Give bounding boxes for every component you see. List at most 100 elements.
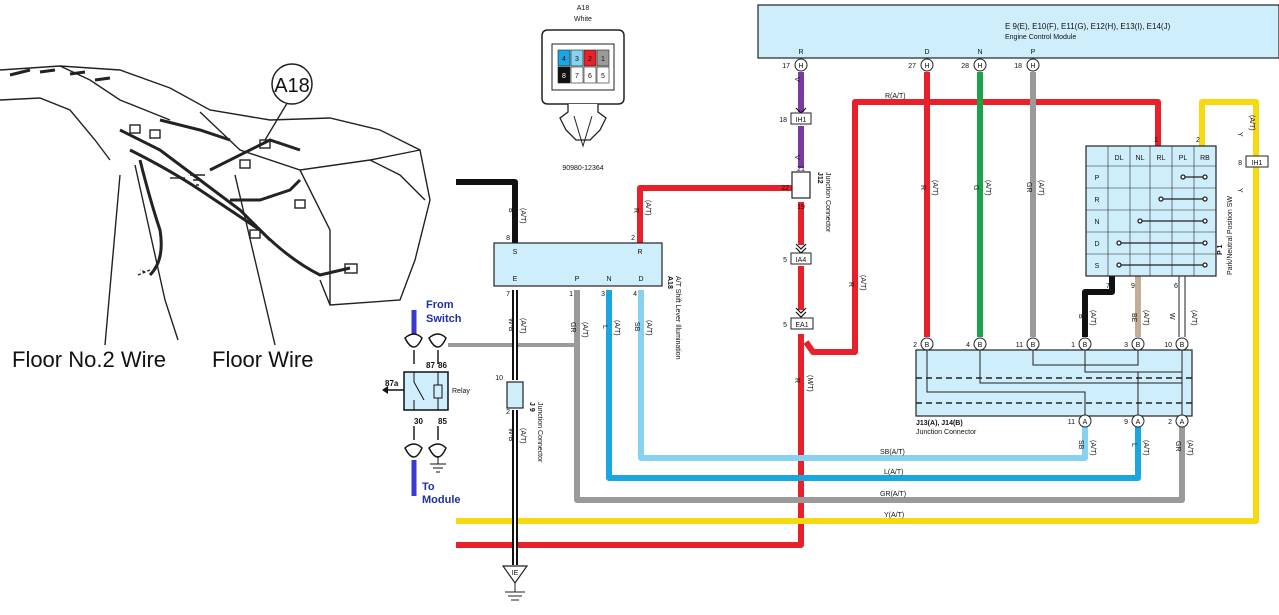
pnp-pin-6: 6 — [1174, 283, 1178, 290]
ground-label: IE — [512, 570, 519, 577]
a18-pin-8: 8 — [562, 73, 566, 80]
floor-no2-wire-label: Floor No.2 Wire — [12, 347, 166, 372]
lbl-j13-l: L — [1130, 443, 1137, 447]
wire-r-at — [803, 99, 1161, 355]
lbl-r-riser-at: (A/T) — [859, 275, 866, 291]
j9-bottom-pin: 2 — [506, 409, 510, 416]
lbl-y-upper-at: (A/T) — [1248, 115, 1255, 131]
pnp-row-n: N — [1094, 219, 1099, 226]
j13-name-2: Junction Connector — [916, 429, 977, 436]
j9-junction: 10 2 J 9 Junction Connector — [495, 375, 543, 463]
wire-sb-at — [638, 290, 1088, 461]
j14-pin4-letter: B — [978, 342, 983, 349]
ecm-pin17-code: R — [798, 49, 803, 56]
lbl-y-at: Y(A/T) — [884, 512, 904, 519]
pnp-row-p: P — [1095, 175, 1100, 182]
ecm-pin27-code: D — [924, 49, 929, 56]
lbl-b-a18: B — [507, 208, 514, 213]
ea1-name: EA1 — [795, 322, 808, 329]
relay: From Switch 87 86 87a Relay 30 85 To Mod… — [382, 299, 470, 506]
ecm-box — [757, 4, 1279, 59]
lbl-gr-p: GR — [1025, 182, 1032, 193]
a18-pin3-num: 3 — [601, 291, 605, 298]
j12-pin-19: 19 — [797, 204, 805, 211]
a18-pin-2: 2 — [588, 56, 592, 63]
lbl-v-top: V — [793, 77, 800, 82]
lbl-g: G — [972, 185, 979, 190]
ea1-pin: 5 — [783, 322, 787, 329]
relay-87a: 87a — [385, 379, 399, 388]
lbl-j13-sb: SB — [1077, 440, 1084, 450]
a18-pin2-name: R — [637, 249, 642, 256]
j14-pin10-letter: B — [1180, 342, 1185, 349]
a18-pin-3: 3 — [575, 56, 579, 63]
a18-pin7-num: 7 — [506, 291, 510, 298]
pnp-row-s: S — [1095, 263, 1100, 270]
j13-j14-junction: B 2 B 4 B 11 B 1 B 3 B 10 A 11 A 9 A 2 J… — [913, 337, 1193, 436]
relay-name: Relay — [452, 388, 470, 395]
ih1-right-pin: 8 — [1238, 160, 1242, 167]
ecm-pin17-num: 17 — [782, 63, 790, 70]
j13-pin11-letter: A — [1083, 419, 1088, 426]
a18-box-name: A/T Shift Lever Illumination — [674, 276, 681, 360]
a18-connector-face: A18 White 4 3 2 1 8 7 6 5 90980-12364 — [541, 5, 625, 172]
a18-pin-5: 5 — [601, 73, 605, 80]
lbl-l-a18-at: (A/T) — [613, 320, 620, 336]
a18-face-color: White — [574, 16, 592, 23]
ground-ie: IE — [501, 565, 529, 601]
lbl-j13-gr-at: (A/T) — [1186, 440, 1193, 456]
j9-name: Junction Connector — [536, 402, 543, 463]
lbl-pnp-b-at: (A/T) — [1089, 310, 1096, 326]
a18-pin4-name: D — [638, 276, 643, 283]
lbl-wb-upper-at: (A/T) — [519, 318, 526, 334]
pnp-col-dl: DL — [1115, 155, 1124, 162]
a18-pin1-name: P — [575, 276, 580, 283]
ia4-name: IA4 — [796, 257, 807, 264]
lbl-wb-upper: W-B — [507, 318, 514, 332]
relay-from-1: From — [426, 299, 454, 311]
ecm-pin18-code: P — [1031, 49, 1036, 56]
ecm-pin28-num: 28 — [961, 63, 969, 70]
j14-pin3-num: 3 — [1124, 342, 1128, 349]
a18-face-title: A18 — [577, 5, 590, 12]
lbl-y-lower: Y — [1236, 188, 1243, 193]
wire-pnp-w-edge — [1178, 276, 1186, 337]
a18-pin4-num: 4 — [633, 291, 637, 298]
j12-pin-21: 21 — [797, 166, 805, 173]
j14-pin10-num: 10 — [1164, 342, 1172, 349]
inline-connectors: IH1 18 IA4 5 EA1 5 IH1 8 — [779, 107, 1269, 330]
j9-top-pin: 10 — [495, 375, 503, 382]
wires — [411, 72, 1259, 565]
wire-gr-at — [574, 290, 1185, 503]
a18-part-number: 90980-12364 — [562, 165, 603, 172]
wire-y — [456, 99, 1259, 524]
pnp-pin-9: 9 — [1131, 283, 1135, 290]
ia4-pin: 5 — [783, 257, 787, 264]
lbl-l-a18: L — [601, 325, 608, 329]
relay-87: 87 — [426, 361, 435, 370]
wire-b — [456, 179, 518, 243]
pnp-pin-2: 2 — [1196, 137, 1200, 144]
pnp-pin-1: 1 — [1154, 137, 1158, 144]
lbl-b-a18-at: (A/T) — [519, 208, 526, 224]
j14-pin2-letter: B — [925, 342, 930, 349]
a18-callout-circle — [271, 63, 313, 105]
ecm-pin18-num: 18 — [1014, 63, 1022, 70]
a18-pin1-num: 1 — [569, 291, 573, 298]
ecm-pins: R 17 H D 27 H N 28 H P 18 H — [782, 49, 1040, 72]
j13-pin9-num: 9 — [1124, 419, 1128, 426]
j13-pin11-num: 11 — [1068, 419, 1075, 426]
j13-pin9-letter: A — [1136, 419, 1141, 426]
floor-wire-label: Floor Wire — [212, 347, 313, 372]
lbl-sb-a18: SB — [633, 322, 640, 332]
a18-pin-4: 4 — [562, 56, 566, 63]
relay-from-2: Switch — [426, 313, 462, 325]
lbl-r-a18: R — [632, 208, 639, 213]
lbl-wb-lower-at: (A/T) — [519, 428, 526, 444]
ecm-pin28-letter: H — [977, 63, 982, 70]
j12-code: J12 — [816, 172, 823, 184]
j12-name: Junction Connector — [824, 172, 831, 233]
wire-l-at — [606, 290, 1141, 481]
ecm-connectors: E 9(E), E10(F), E11(G), E12(H), E13(I), … — [1005, 22, 1171, 31]
